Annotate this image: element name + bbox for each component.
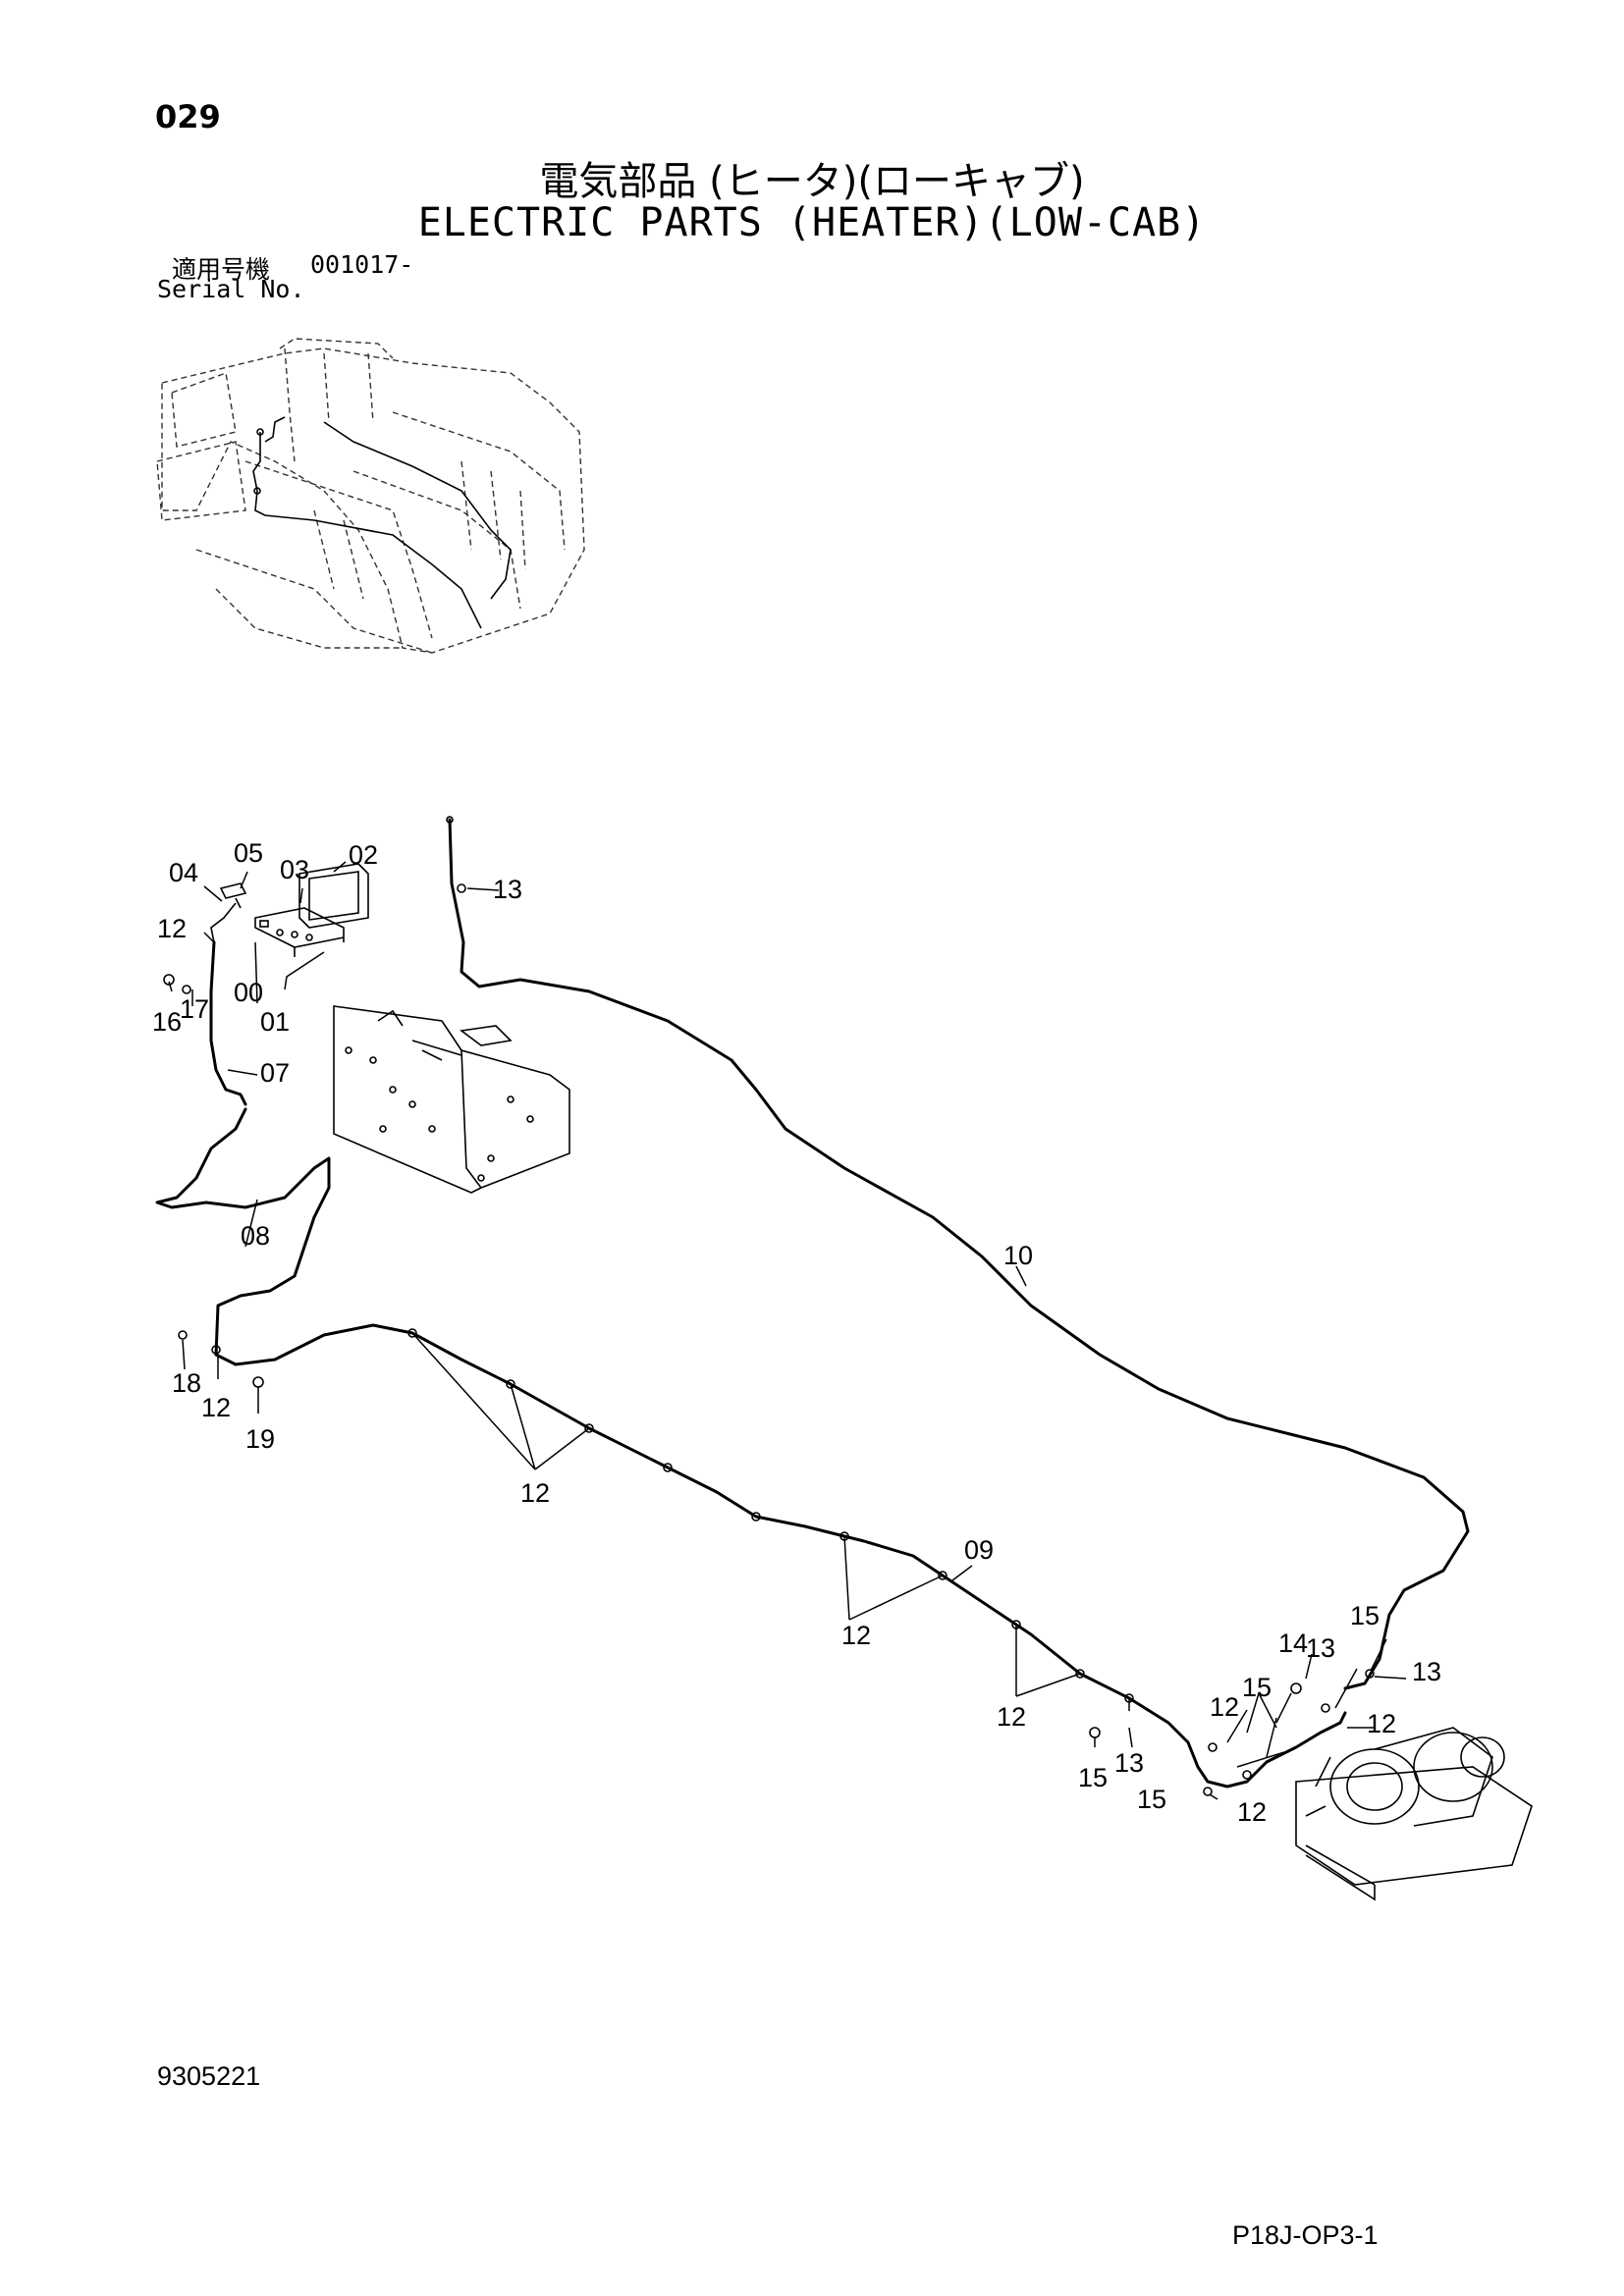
callout-09: 09 (964, 1535, 994, 1565)
callout-15-mid: 15 (1242, 1673, 1272, 1702)
callout-08: 08 (241, 1221, 270, 1251)
title-english: ELECTRIC PARTS (HEATER)(LOW-CAB) (417, 200, 1207, 245)
harness-07 (209, 940, 247, 1106)
machine-overview-thumbnail (156, 338, 585, 654)
callout-15-lower: 15 (1078, 1763, 1108, 1792)
harness-10 (448, 818, 1470, 1690)
callout-00: 00 (234, 978, 263, 1007)
callout-17: 17 (180, 994, 209, 1024)
callout-05: 05 (234, 838, 263, 868)
harness-09 (214, 1323, 1347, 1789)
harness-08 (155, 1107, 331, 1357)
callout-13-right: 13 (1306, 1633, 1335, 1663)
callout-15-bottom: 15 (1137, 1785, 1166, 1814)
callout-12-mid: 12 (1210, 1692, 1239, 1722)
callout-07: 07 (260, 1058, 290, 1088)
callout-01: 01 (260, 1007, 290, 1037)
callout-02: 02 (349, 840, 378, 870)
callout-18: 18 (172, 1368, 201, 1398)
callout-12-right: 12 (1367, 1709, 1396, 1738)
fasteners (163, 816, 1375, 1796)
callout-12-group1: 12 (520, 1478, 550, 1508)
page-code: P18J-OP3-1 (1232, 2220, 1379, 2250)
callout-15-top: 15 (1350, 1601, 1380, 1630)
page-number: 029 (155, 98, 221, 135)
callout-03: 03 (280, 855, 309, 884)
harness-cables (155, 818, 1470, 1789)
callout-12-bottom: 12 (1237, 1797, 1267, 1827)
callout-12-left: 12 (201, 1393, 231, 1422)
callout-04: 04 (169, 858, 198, 887)
callout-12-panel: 12 (157, 914, 187, 943)
document-number: 9305221 (157, 2061, 261, 2091)
leader-lines (168, 861, 1407, 1800)
serial-value: 001017- (310, 250, 414, 279)
callout-14: 14 (1278, 1629, 1308, 1658)
serial-label-japanese: 適用号機 (172, 255, 271, 284)
callout-19: 19 (245, 1424, 275, 1454)
heater-unit (1295, 1727, 1533, 1901)
heater-control-panel (219, 863, 369, 957)
callout-labels: 04 05 03 02 12 00 01 16 17 07 08 13 10 1… (152, 838, 1441, 1827)
callout-12-group3: 12 (997, 1702, 1026, 1732)
callout-13-far-right: 13 (1412, 1657, 1441, 1686)
callout-16: 16 (152, 1007, 182, 1037)
title-japanese: 電気部品 (ヒータ)(ローキャブ) (539, 159, 1085, 204)
heater-bracket-plate (333, 1005, 570, 1194)
callout-12-group2: 12 (841, 1621, 871, 1650)
callout-10: 10 (1003, 1241, 1033, 1270)
callout-13-lower: 13 (1114, 1748, 1144, 1778)
serial-label-english: Serial No. (157, 275, 305, 303)
callout-13-top: 13 (493, 875, 522, 904)
